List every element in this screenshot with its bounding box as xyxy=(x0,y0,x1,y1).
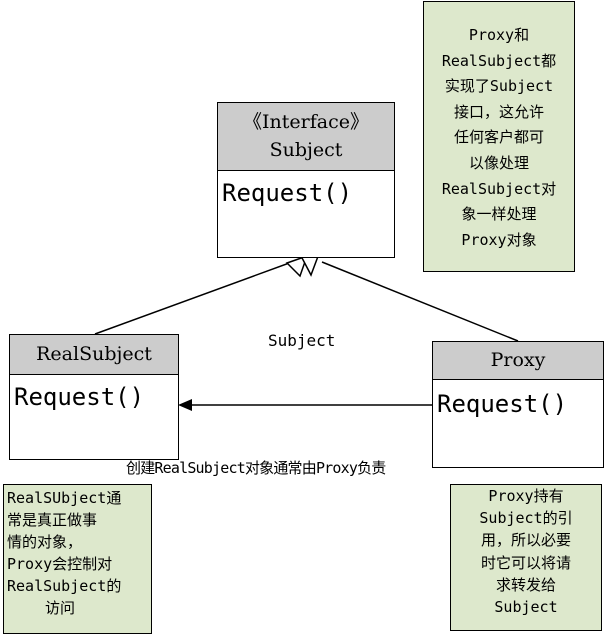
realsubject-class-name: RealSubject xyxy=(36,343,152,365)
note-line: 用，所以必要 xyxy=(480,531,571,550)
proxy-class-body: Request() xyxy=(433,380,603,418)
note-realsubject-role: RealSUbject通 常是真正做事 情的对象， Proxy会控制对 Real… xyxy=(3,484,152,634)
subject-class-name: Subject xyxy=(269,139,343,161)
realsubject-generalization-arrowhead xyxy=(285,254,309,278)
note-line: RealSUbject通 xyxy=(7,489,122,507)
note-line: 以像处理 xyxy=(468,153,529,172)
realsubject-class-body: Request() xyxy=(10,375,178,411)
note-line: Subject的引 xyxy=(479,509,573,528)
subject-request-method: Request() xyxy=(222,179,353,207)
note-line: 时它可以将请 xyxy=(480,553,571,572)
subject-class-body: Request() xyxy=(218,171,394,207)
proxy-request-method: Request() xyxy=(437,390,568,418)
proxy-to-subject-line xyxy=(321,261,519,342)
generalization-label: Subject xyxy=(268,331,336,350)
note-line: RealSubject都 xyxy=(441,51,557,70)
proxy-class-name: Proxy xyxy=(490,349,546,371)
note-proxy-reference: Proxy持有 Subject的引 用，所以必要 时它可以将请 求转发给 Sub… xyxy=(450,484,602,631)
note-line: 访问 xyxy=(45,599,76,617)
proxy-class-header: Proxy xyxy=(433,342,603,380)
note-shared-interface: Proxy和 RealSubject都 实现了Subject 接口，这允许 任何… xyxy=(423,1,575,272)
note-line: Proxy对象 xyxy=(461,230,537,249)
realsubject-to-subject-line xyxy=(94,261,293,335)
realsubject-request-method: Request() xyxy=(14,383,145,411)
note-line: Proxy和 xyxy=(468,26,530,44)
note-line: RealSubject的 xyxy=(7,577,122,595)
note-line: 接口，这允许 xyxy=(453,102,544,121)
realsubject-class-header: RealSubject xyxy=(10,335,178,375)
association-arrowhead xyxy=(178,399,192,411)
subject-interface-class[interactable]: 《Interface》 Subject Request() xyxy=(217,102,395,258)
note-line: 求转发给 xyxy=(495,575,556,594)
note-line: 象一样处理 xyxy=(461,205,537,224)
realsubject-class[interactable]: RealSubject Request() xyxy=(9,334,179,460)
note-line: 常是真正做事 xyxy=(7,511,98,529)
note-line: Subject xyxy=(494,598,558,617)
note-line: 情的对象， xyxy=(7,533,83,551)
proxy-class[interactable]: Proxy Request() xyxy=(432,341,604,468)
association-label: 创建RealSubject对象通常由Proxy负责 xyxy=(126,459,386,477)
subject-class-header: 《Interface》 Subject xyxy=(218,103,394,171)
note-line: Proxy持有 xyxy=(488,487,564,505)
interface-stereotype: 《Interface》 xyxy=(243,111,369,133)
note-line: 任何客户都可 xyxy=(453,128,544,147)
note-line: 实现了Subject xyxy=(444,77,554,96)
note-line: RealSubject对 xyxy=(441,179,557,198)
note-line: Proxy会控制对 xyxy=(7,555,113,573)
